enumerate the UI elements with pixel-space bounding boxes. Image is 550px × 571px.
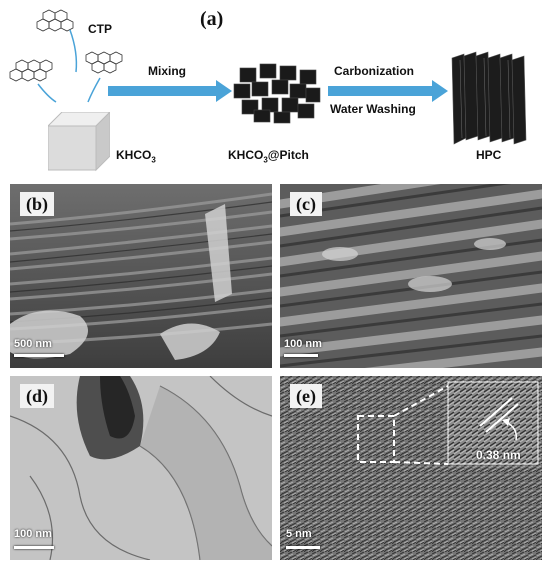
molecule-left (9, 59, 53, 82)
panel-c-scale-label: 100 nm (284, 338, 322, 350)
hrtem-lattice-e (280, 376, 542, 560)
panel-d-scale-label: 100 nm (14, 528, 52, 540)
selection-box (357, 415, 395, 463)
mixing-arrow (108, 80, 232, 102)
carbonization-label: Carbonization (334, 64, 414, 78)
khco3-label: KHCO3 (116, 148, 156, 165)
panel-b-scale-label: 500 nm (14, 338, 52, 350)
panel-d-tag: (d) (20, 384, 54, 408)
hpc-sheets (451, 51, 527, 145)
pitch-label: KHCO3@Pitch (228, 148, 309, 165)
sem-fibers-c (280, 184, 542, 368)
schematic-panel: (a) CTP (0, 0, 550, 180)
sem-panel-c: (c) 100 nm (280, 184, 542, 368)
panel-a-title: (a) (200, 8, 224, 30)
washing-label: Water Washing (330, 102, 416, 116)
hrtem-panel-e: (e) 0.38 nm 5 nm (280, 376, 542, 560)
ctp-label: CTP (88, 22, 112, 36)
panel-e-scale-label: 5 nm (286, 528, 312, 540)
khco3-cube (48, 112, 110, 172)
inset-spacing-label: 0.38 nm (476, 448, 521, 462)
ctp-molecules (9, 9, 123, 103)
panel-e-tag: (e) (290, 384, 322, 408)
sem-panel-b: (b) 500 nm (10, 184, 272, 368)
panel-b-scale-bar (14, 354, 64, 357)
molecule-top (36, 9, 74, 32)
zoom-inset (447, 381, 539, 465)
carbonization-arrow (328, 80, 448, 102)
hpc-label: HPC (476, 148, 502, 162)
panel-b-tag: (b) (20, 192, 54, 216)
molecule-right (85, 51, 123, 74)
panel-e-scale-bar (286, 546, 320, 549)
tem-panel-d: (d) 100 nm (10, 376, 272, 560)
panel-c-tag: (c) (290, 192, 322, 216)
pitch-cubes (233, 63, 321, 124)
panel-d-scale-bar (14, 546, 54, 549)
panel-c-scale-bar (284, 354, 318, 357)
mixing-label: Mixing (148, 64, 186, 78)
